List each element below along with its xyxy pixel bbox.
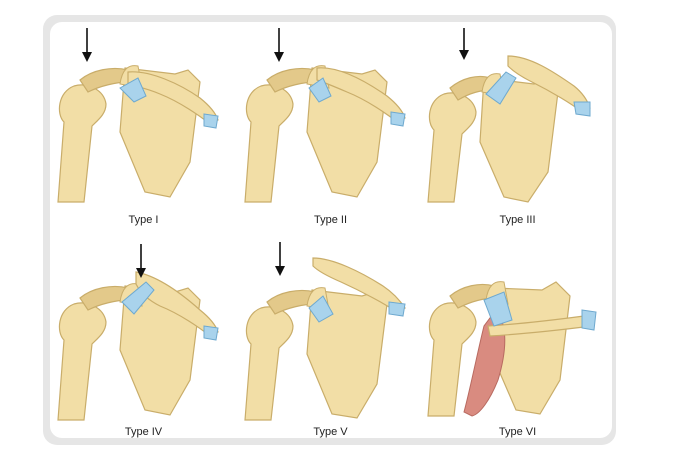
ligaments <box>485 71 591 117</box>
panel-type-3: Type III <box>424 22 611 230</box>
shoulder-illustration-type-3 <box>427 28 591 203</box>
humerus <box>57 84 107 203</box>
shoulder-illustration-type-5 <box>244 242 406 421</box>
arrow-head <box>274 52 284 62</box>
arrow-head <box>275 266 285 276</box>
panel-label-type-2: Type II <box>313 214 348 226</box>
panel-type-2: Type II <box>237 22 424 230</box>
humerus <box>244 84 294 203</box>
shoulder-illustration-type-1 <box>57 28 219 203</box>
shoulder-illustration-type-4 <box>57 244 219 421</box>
panel-type-5: Type V <box>237 230 424 438</box>
panel-label-type-3: Type III <box>499 214 536 226</box>
shoulder-illustration-type-6 <box>427 281 597 417</box>
panel-type-1: Type I <box>50 22 237 230</box>
panel-label-type-4: Type IV <box>124 426 163 438</box>
ligaments <box>121 281 219 341</box>
humerus <box>57 302 107 421</box>
arrow-head <box>459 50 469 60</box>
scapula <box>119 285 201 416</box>
shoulder-illustration-type-2 <box>244 28 406 203</box>
panel-label-type-5: Type V <box>313 426 348 438</box>
ligaments <box>308 295 406 323</box>
humerus <box>427 302 477 417</box>
humerus <box>427 92 477 203</box>
panel-type-4: Type IV <box>50 230 237 438</box>
arrow-head <box>136 268 146 278</box>
ligaments <box>308 77 406 127</box>
muscle <box>463 309 506 417</box>
panel-type-6: Type VI <box>424 230 611 438</box>
humerus <box>244 306 294 421</box>
arrow-head <box>82 52 92 62</box>
ligaments <box>483 291 597 331</box>
ligaments <box>119 77 219 129</box>
panel-label-type-6: Type VI <box>498 426 537 438</box>
panel-label-type-1: Type I <box>128 214 159 226</box>
